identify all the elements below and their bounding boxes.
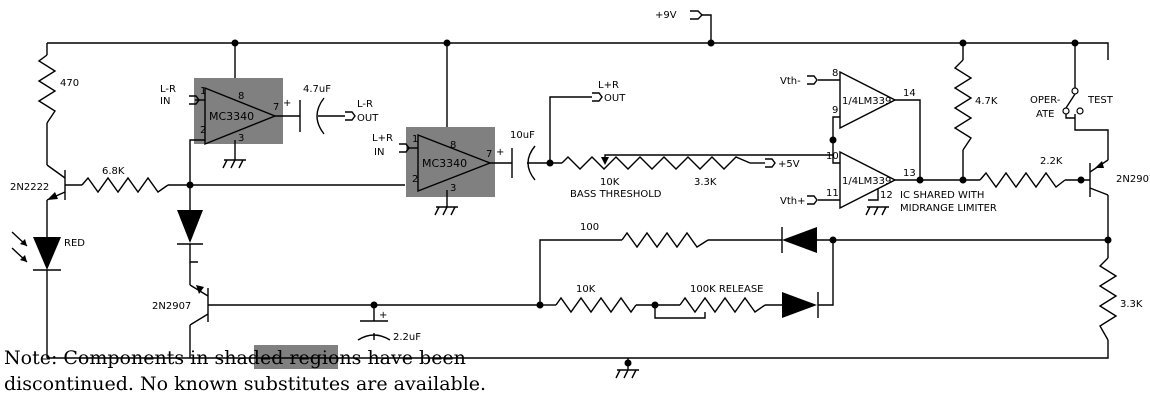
r33a-label: 3.3K	[694, 177, 717, 188]
resistor-6-8k	[81, 176, 169, 194]
q1-label: 2N2222	[10, 182, 49, 193]
operate-label-1: OPER-	[1030, 95, 1061, 106]
pin-label: 12	[880, 190, 893, 201]
r22k-label: 2.2K	[1040, 156, 1063, 167]
resistor-4-7k	[953, 59, 973, 151]
resistor-470	[37, 54, 57, 124]
supply-label: +9V	[655, 10, 677, 21]
lr-in-label-2: IN	[160, 96, 170, 107]
test-label: TEST	[1087, 95, 1114, 106]
resistor-3-3k-bottom	[1098, 257, 1118, 341]
operate-test-switch	[1062, 87, 1084, 119]
diode-q2-base	[177, 210, 203, 245]
c22-label: 2.2uF	[393, 332, 421, 343]
pin-label: 8	[238, 91, 244, 102]
pin-label: 2	[412, 174, 418, 185]
u1-chip-label: MC3340	[209, 110, 254, 123]
c47-label: 4.7uF	[303, 84, 331, 95]
pin-label: 8	[832, 68, 838, 79]
transistor-q3	[1089, 159, 1109, 197]
pot-10k-label: 10K	[600, 177, 620, 188]
pin-label: 14	[903, 88, 916, 99]
pin-label: 3	[238, 133, 244, 144]
u2-plus-label: +	[496, 147, 504, 158]
resistor-10k-pot	[561, 156, 751, 170]
comparator-a	[839, 70, 897, 130]
lpr-in-label-1: L+R	[372, 133, 393, 144]
transistor-q1	[46, 164, 66, 201]
pot-wiper-arrow	[601, 157, 609, 165]
comparator-b-chip-label: 1/4LM339	[842, 176, 891, 187]
resistor-100	[621, 231, 709, 249]
transistor-q2	[189, 284, 209, 326]
opamp-u2	[417, 133, 492, 193]
lr-in-label-1: L-R	[160, 84, 176, 95]
r10k-label: 10K	[576, 284, 596, 295]
operate-label-2: ATE	[1036, 109, 1055, 120]
vth-plus-label: Vth+	[780, 196, 805, 207]
capacitor-2-2uf	[357, 320, 391, 341]
lr-out-label-1: L-R	[357, 99, 373, 110]
ground-symbols	[222, 159, 889, 379]
pin-label: 7	[486, 149, 492, 160]
opamp-u1	[204, 86, 277, 146]
ic-shared-label-1: IC SHARED WITH	[900, 190, 984, 201]
r33b-label: 3.3K	[1120, 299, 1143, 310]
diode-release	[782, 292, 819, 318]
shaded-region-note	[254, 345, 338, 369]
pin-label: 2	[200, 125, 206, 136]
pin-label: 8	[450, 140, 456, 151]
pin-label: 3	[450, 183, 456, 194]
bass-threshold-label: BASS THRESHOLD	[570, 189, 662, 200]
shaded-region-u2	[406, 127, 495, 197]
u1-plus-label: +	[283, 98, 291, 109]
pin-label: 1	[200, 86, 206, 97]
discontinued-note-line-1: Note: Components in shaded regions have …	[4, 347, 466, 369]
lpr-in-label-2: IN	[374, 147, 384, 158]
pin-label: 7	[273, 102, 279, 113]
q3-label: 2N2907	[1116, 174, 1150, 185]
resistor-100k-release	[679, 296, 766, 314]
c10-label: 10uF	[510, 130, 535, 141]
c22-plus-label: +	[379, 310, 387, 321]
diode-100	[781, 227, 817, 253]
lpr-out-label-1: L+R	[598, 80, 619, 91]
comparator-b	[839, 150, 897, 210]
red-label: RED	[64, 238, 85, 249]
discontinued-note-line-2: discontinued. No known substitutes are a…	[4, 373, 486, 395]
p5v-label: +5V	[778, 159, 800, 170]
r100k-release-label: 100K RELEASE	[690, 284, 764, 295]
resistors	[37, 54, 1118, 341]
resistor-2-2k	[979, 171, 1066, 189]
lpr-out-label-2: OUT	[604, 93, 626, 104]
u2-chip-label: MC3340	[422, 157, 467, 170]
q2-label: 2N2907	[152, 301, 191, 312]
pin-label: 11	[826, 188, 839, 199]
pin-label: 10	[826, 151, 839, 162]
r68-label: 6.8K	[102, 166, 125, 177]
junction-dots	[186, 39, 1112, 367]
pin-label: 13	[903, 168, 916, 179]
lr-out-label-2: OUT	[357, 113, 379, 124]
pin-label: 1	[412, 134, 418, 145]
pin-label: 9	[832, 105, 838, 116]
connector-arrows	[189, 10, 818, 205]
resistor-10k	[555, 296, 637, 314]
capacitor-4-7uf	[299, 97, 325, 135]
ic-shared-label-2: MIDRANGE LIMITER	[900, 203, 997, 214]
comparator-a-chip-label: 1/4LM339	[842, 96, 891, 107]
vth-minus-label: Vth-	[780, 76, 801, 87]
r100-label: 100	[580, 222, 599, 233]
capacitor-10uf	[511, 145, 536, 181]
r470-label: 470	[60, 78, 79, 89]
led-red	[11, 231, 61, 271]
r47k-label: 4.7K	[975, 96, 998, 107]
